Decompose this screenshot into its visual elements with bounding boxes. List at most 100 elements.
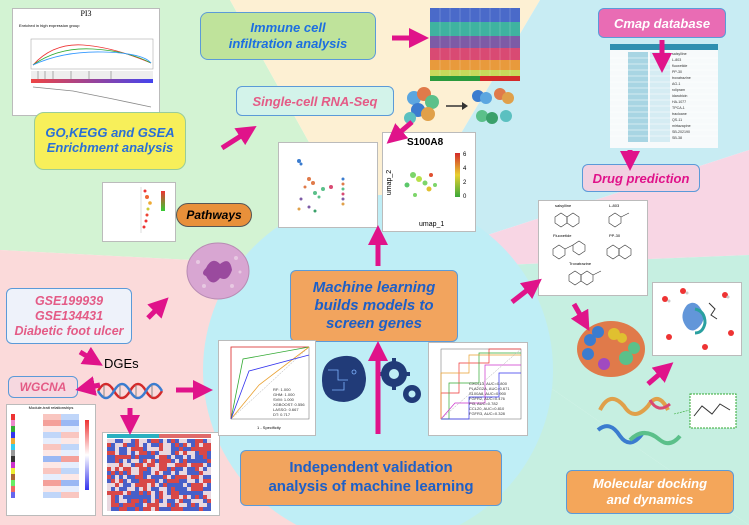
- heatmap-cell: [127, 499, 131, 503]
- heatmap-cell: [127, 467, 131, 471]
- heatmap-cell: [191, 503, 195, 507]
- heatmap-cell: [131, 491, 135, 495]
- heatmap-cell: [111, 471, 115, 475]
- cmap-row-name: tracloane: [672, 112, 687, 116]
- heatmap-cell: [167, 475, 171, 479]
- heatmap-cell: [115, 443, 119, 447]
- wgcna-box: WGCNA: [8, 376, 78, 398]
- heatmap-cell: [167, 479, 171, 483]
- heatmap-cell: [115, 495, 119, 499]
- heatmap-cell: [159, 447, 163, 451]
- heatmap-cell: [115, 463, 119, 467]
- heatmap-cell: [123, 491, 127, 495]
- heatmap-cell: [151, 459, 155, 463]
- heatmap-cell: [139, 503, 143, 507]
- umap-cluster-plot: [278, 142, 378, 228]
- heatmap-cell: [195, 503, 199, 507]
- heatmap-cell: [175, 451, 179, 455]
- heatmap-cell: [195, 455, 199, 459]
- heatmap-cell: [131, 479, 135, 483]
- heatmap-cell: [159, 475, 163, 479]
- heatmap-cell: [127, 455, 131, 459]
- roc1-legend-item: RF: 1.000: [273, 387, 291, 392]
- heatmap-cell: [179, 447, 183, 451]
- heatmap-cell: [179, 491, 183, 495]
- heatmap-cell: [107, 447, 111, 451]
- heatmap-cell: [163, 467, 167, 471]
- single-cell-label: Single-cell RNA-Seq: [252, 93, 378, 109]
- heatmap-cell: [135, 471, 139, 475]
- heatmap-cell: [203, 467, 207, 471]
- heatmap-cell: [143, 471, 147, 475]
- heatmap-cell: [167, 451, 171, 455]
- heatmap-cell: [203, 495, 207, 499]
- heatmap-cell: [119, 483, 123, 487]
- heatmap-cell: [139, 507, 143, 511]
- heatmap-cell: [167, 443, 171, 447]
- heatmap-cell: [199, 455, 203, 459]
- heatmap-cell: [155, 447, 159, 451]
- heatmap-cell: [107, 455, 111, 459]
- heatmap-cell: [127, 471, 131, 475]
- cmap-database-box: Cmap database: [598, 8, 726, 38]
- heatmap-cell: [143, 455, 147, 459]
- heatmap-cell: [155, 503, 159, 507]
- heatmap-cell: [163, 455, 167, 459]
- heatmap-cell: [155, 507, 159, 511]
- heatmap-cell: [159, 439, 163, 443]
- roc2-legend-item: FGFR2, AUC=0.476: [469, 396, 505, 401]
- heatmap-cell: [123, 467, 127, 471]
- protein-ribbon-icon: [596, 393, 737, 446]
- heatmap-cell: [207, 491, 211, 495]
- heatmap-cell: [147, 479, 151, 483]
- heatmap-cell: [147, 507, 151, 511]
- heatmap-cell: [123, 487, 127, 491]
- heatmap-cell: [123, 475, 127, 479]
- roc-models-lines: [230, 346, 310, 420]
- heatmap-cell: [135, 487, 139, 491]
- heatmap-cell: [175, 459, 179, 463]
- validation-label: Independent validation analysis of machi…: [268, 459, 474, 495]
- heatmap-cell: [195, 491, 199, 495]
- heatmap-cell: [131, 447, 135, 451]
- heatmap-cell: [131, 463, 135, 467]
- heatmap-cell: [203, 483, 207, 487]
- heatmap-cell: [127, 483, 131, 487]
- heatmap-cell: [127, 507, 131, 511]
- heatmap-cell: [167, 455, 171, 459]
- heatmap-cell: [179, 439, 183, 443]
- heatmap-cell: [179, 467, 183, 471]
- heatmap-cell: [143, 479, 147, 483]
- heatmap-cell: [155, 491, 159, 495]
- heatmap-cell: [163, 447, 167, 451]
- group-band: [159, 434, 211, 438]
- heatmap-cell: [159, 495, 163, 499]
- heatmap-cell: [151, 471, 155, 475]
- heatmap-cell: [191, 463, 195, 467]
- heatmap-cell: [199, 491, 203, 495]
- heatmap-cell: [115, 479, 119, 483]
- heatmap-cell: [199, 503, 203, 507]
- heatmap-cell: [107, 451, 111, 455]
- heatmap-cell: [203, 487, 207, 491]
- heatmap-cell: [203, 471, 207, 475]
- heatmap-cell: [195, 463, 199, 467]
- protein-surface-icon: [577, 321, 645, 377]
- protein-ligand-icon: [662, 288, 734, 350]
- heatmap-cell: [163, 439, 167, 443]
- cmap-row-name: fluoxetide: [672, 64, 688, 68]
- heatmap-cell: [127, 491, 131, 495]
- heatmap-cell: [127, 475, 131, 479]
- heatmap-cell: [171, 483, 175, 487]
- heatmap-cell: [119, 479, 123, 483]
- heatmap-cell: [183, 451, 187, 455]
- heatmap-cell: [183, 447, 187, 451]
- heatmap-cell: [135, 495, 139, 499]
- heatmap-cell: [187, 491, 191, 495]
- heatmap-cell: [207, 487, 211, 491]
- umap-cluster-points: [297, 159, 345, 213]
- heatmap-cell: [107, 499, 111, 503]
- heatmap-cell: [187, 439, 191, 443]
- heatmap-cell: [135, 503, 139, 507]
